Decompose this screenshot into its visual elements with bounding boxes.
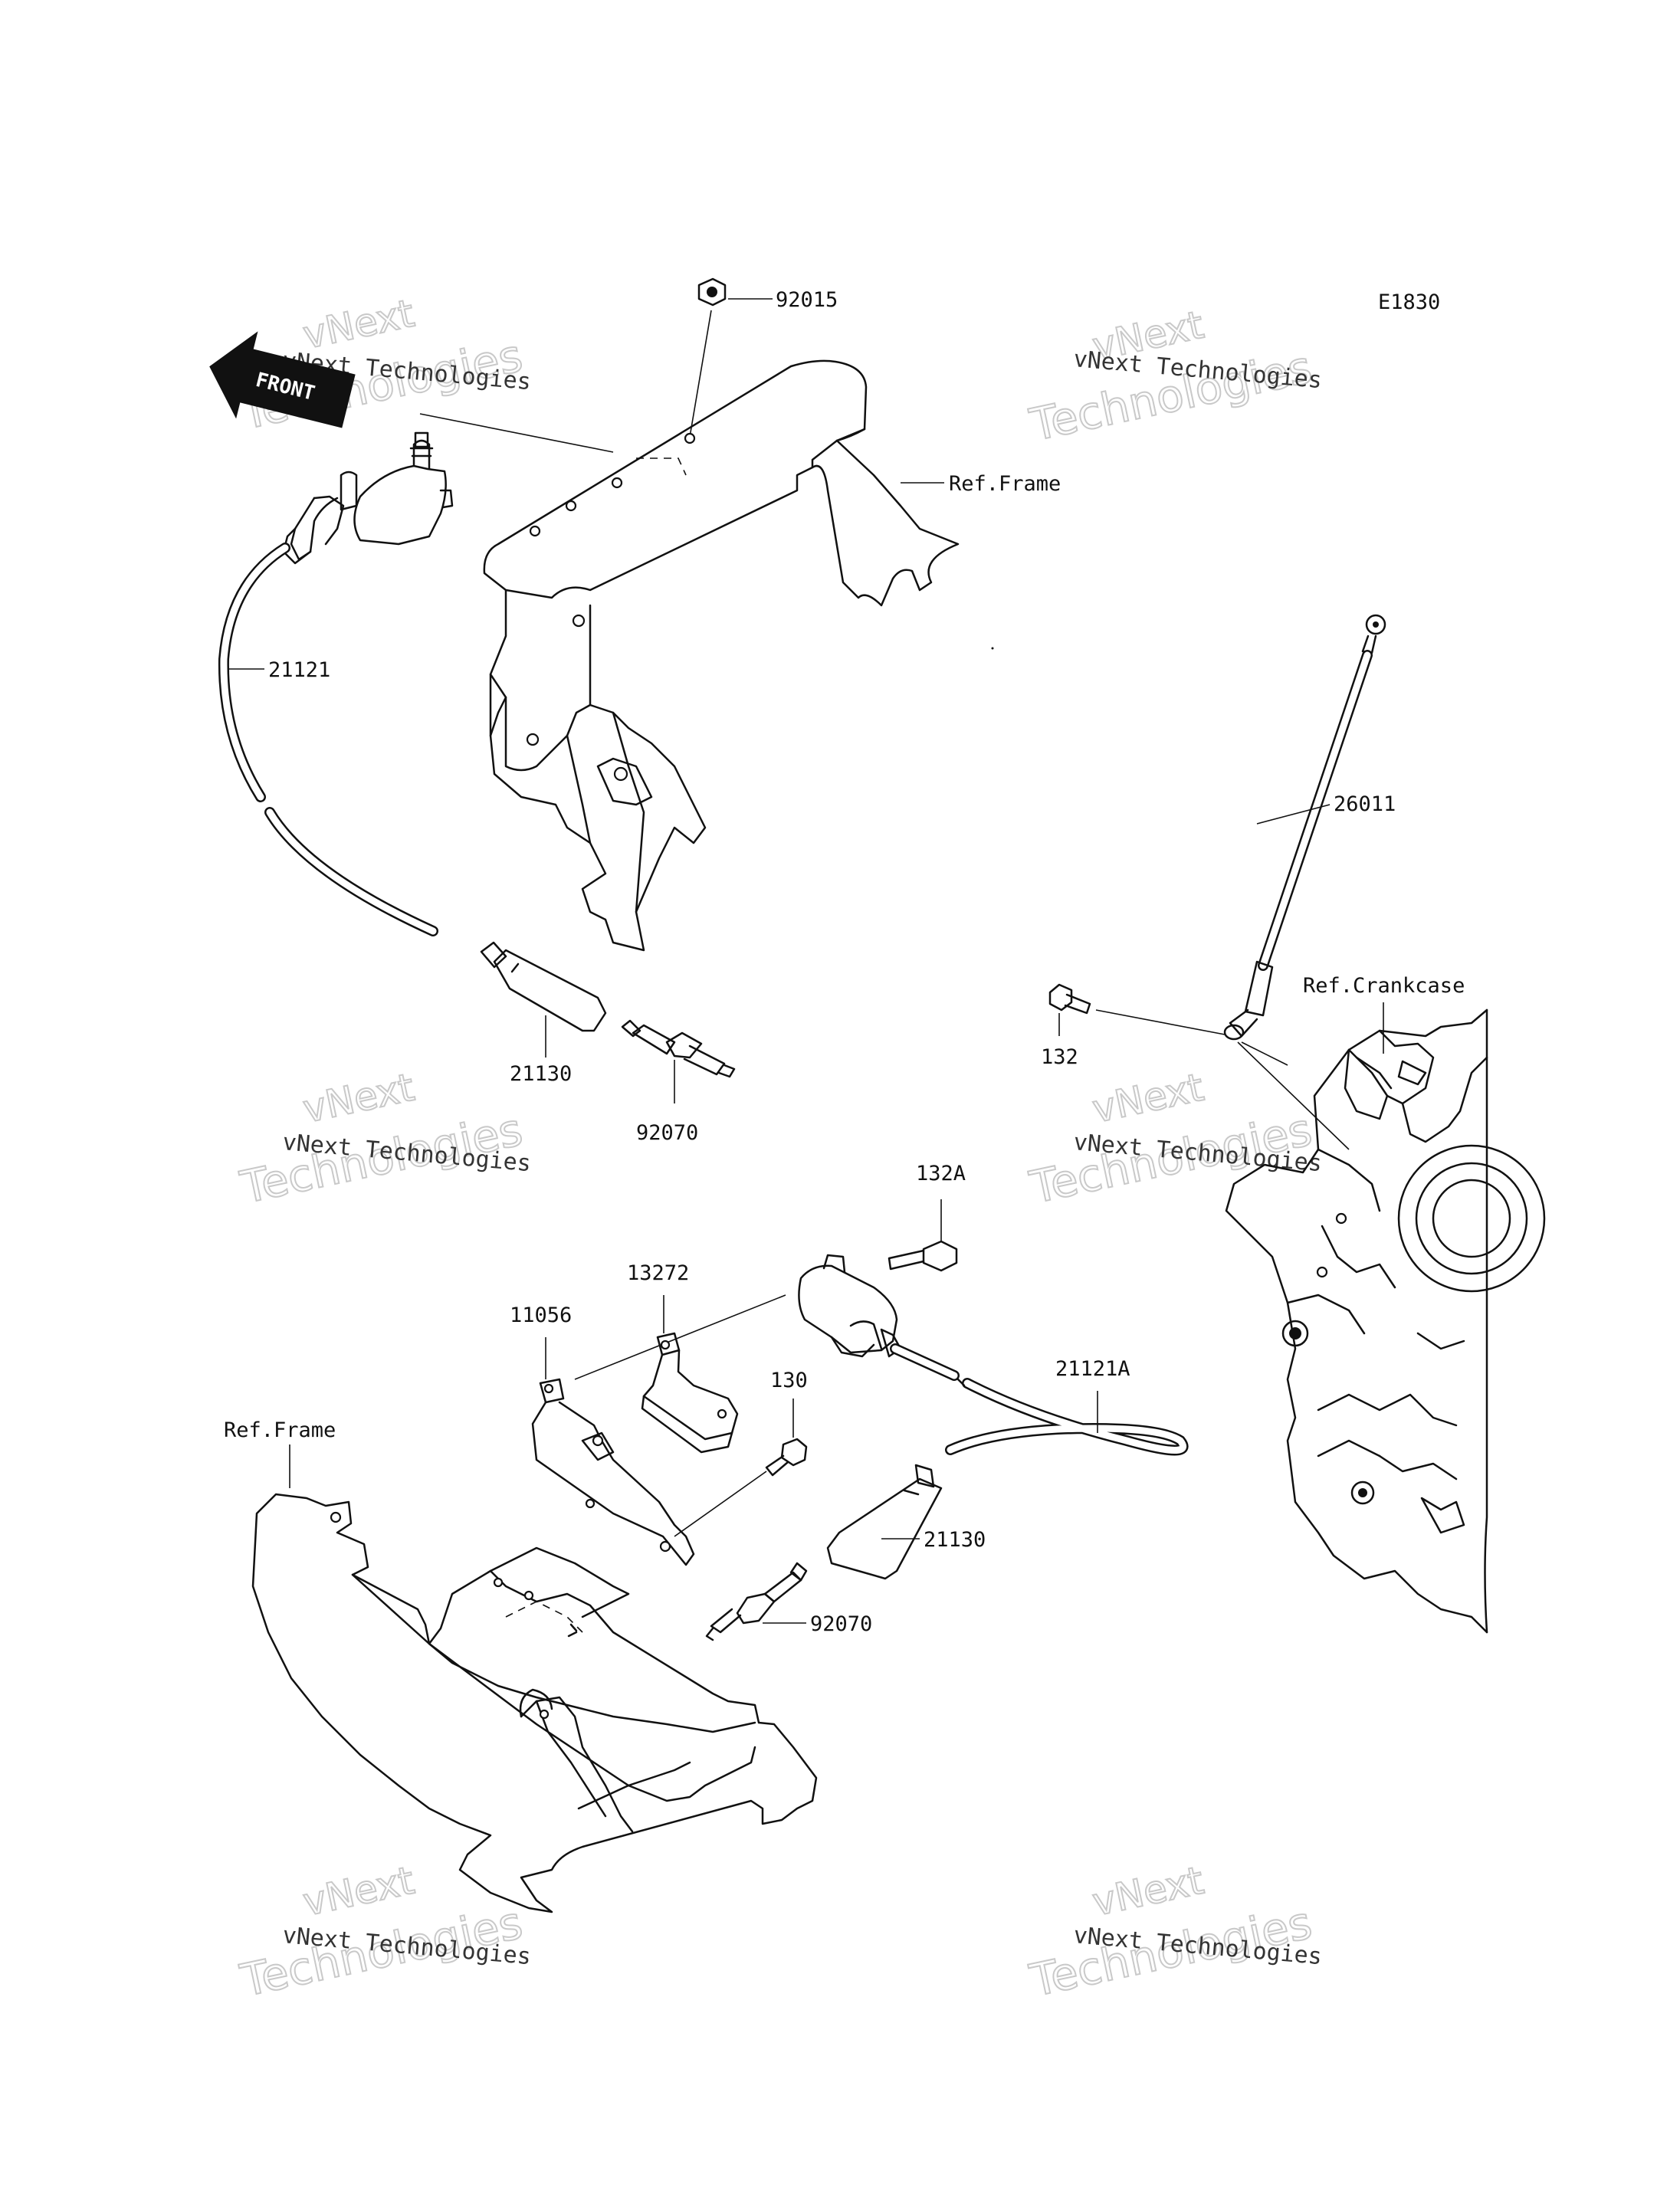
label-132: 132	[1041, 1045, 1078, 1069]
ref-crankcase: Ref.Crankcase	[1303, 974, 1465, 998]
spark-plug-lower-icon	[705, 1562, 808, 1641]
lower-frame-icon	[251, 1444, 818, 1913]
label-132a: 132A	[916, 1162, 966, 1185]
svg-text:vNext: vNext	[299, 291, 418, 358]
label-21121: 21121	[268, 658, 330, 682]
label-92070-upper: 92070	[636, 1121, 698, 1145]
ignition-coil-lower-icon	[574, 1254, 902, 1380]
ground-cable-icon	[1223, 614, 1386, 1066]
plug-cap-upper-icon	[480, 941, 607, 1058]
ref-frame-upper: Ref.Frame	[949, 472, 1061, 496]
watermark-mid-right: vNext Technologies vNext Technologies	[1025, 1064, 1323, 1215]
svg-text:vNext: vNext	[1088, 1858, 1207, 1925]
bracket-11056-icon	[531, 1337, 695, 1566]
watermark-bottom-right: vNext Technologies vNext Technologies	[1025, 1858, 1323, 2008]
label-11056: 11056	[510, 1303, 572, 1327]
watermark-top-right: vNext Technologies vNext Technologies	[1025, 302, 1323, 452]
bolt-132a-icon	[888, 1199, 958, 1272]
bracket-13272-icon	[641, 1295, 739, 1454]
stray-dot	[991, 647, 994, 650]
crankcase-icon	[1225, 1002, 1546, 1634]
bolt-132-icon	[1048, 983, 1226, 1036]
svg-text:vNext: vNext	[299, 1065, 418, 1132]
spark-plug-upper-icon	[621, 1019, 736, 1103]
ht-lead-lower-icon	[890, 1343, 1189, 1456]
label-21130-lower: 21130	[924, 1528, 986, 1552]
bolt-130-icon	[674, 1399, 808, 1537]
plug-cap-lower-icon	[826, 1464, 943, 1580]
label-92070-lower: 92070	[810, 1612, 872, 1636]
label-26011: 26011	[1334, 792, 1396, 816]
ref-frame-lower: Ref.Frame	[224, 1418, 336, 1442]
label-130: 130	[770, 1369, 808, 1392]
label-13272: 13272	[627, 1261, 689, 1285]
upper-frame-icon	[483, 359, 960, 952]
diagram-code: E1830	[1378, 290, 1440, 314]
svg-text:vNext: vNext	[299, 1858, 418, 1925]
nut-92015-icon	[689, 277, 773, 438]
ignition-coil-upper-icon	[282, 413, 614, 565]
label-21121a: 21121A	[1055, 1357, 1130, 1381]
svg-text:vNext: vNext	[1088, 1065, 1207, 1132]
ht-lead-upper-icon	[218, 543, 438, 936]
watermark-bottom-left: vNext Technologies vNext Technologies	[235, 1858, 532, 2008]
watermark-mid-left: vNext Technologies vNext Technologies	[235, 1064, 532, 1215]
front-arrow-icon: FRONT	[209, 331, 356, 428]
label-92015: 92015	[776, 288, 838, 312]
label-21130-upper: 21130	[510, 1062, 572, 1086]
